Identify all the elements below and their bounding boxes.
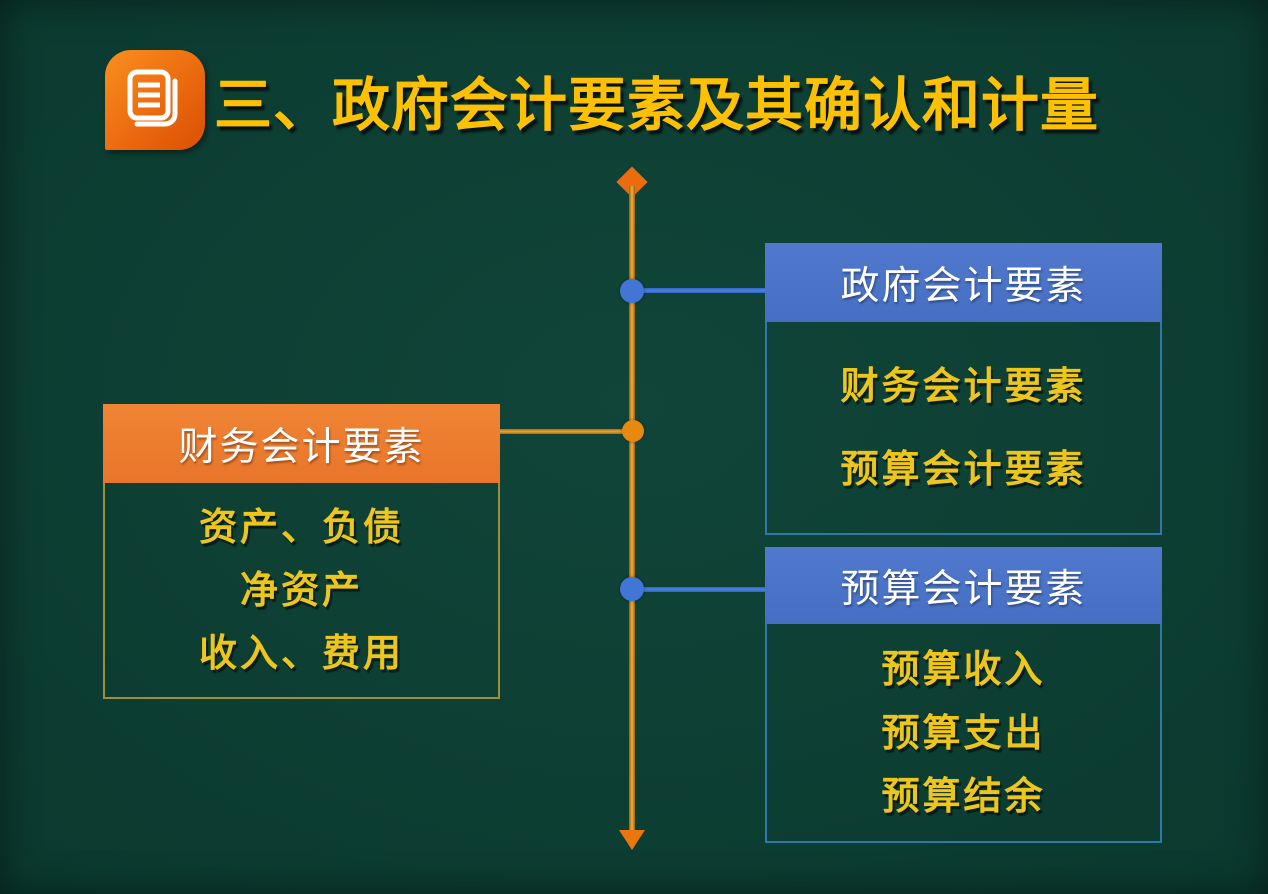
box-body-budget: 预算收入 预算支出 预算结余 (765, 624, 1162, 843)
page-title: 三、政府会计要素及其确认和计量 (214, 71, 1100, 139)
list-item: 预算支出 (881, 710, 1046, 755)
connector-to-right-top-box (632, 288, 765, 293)
budget-accounting-elements-box: 预算会计要素 预算收入 预算支出 预算结余 (765, 547, 1162, 843)
connector-node-top (620, 279, 644, 303)
spine-down-arrow-icon (619, 830, 645, 850)
connector-to-left-box (498, 429, 632, 434)
list-item: 预算收入 (881, 646, 1046, 691)
connector-to-right-bottom-box (632, 587, 765, 592)
list-item: 预算结余 (881, 774, 1046, 819)
list-item: 预算会计要素 (840, 447, 1087, 491)
document-stack-glyph (127, 69, 178, 127)
list-item: 财务会计要素 (840, 364, 1087, 408)
connector-node-middle (622, 420, 644, 442)
list-item: 资产、负债 (198, 505, 404, 549)
financial-accounting-elements-box: 财务会计要素 资产、负债 净资产 收入、费用 (103, 404, 500, 699)
document-stack-icon (105, 50, 205, 150)
box-body-financial: 资产、负债 净资产 收入、费用 (103, 483, 500, 699)
box-body-government: 财务会计要素 预算会计要素 (765, 322, 1162, 535)
list-item: 收入、费用 (198, 631, 404, 675)
connector-node-bottom (620, 577, 644, 601)
government-accounting-elements-box: 政府会计要素 财务会计要素 预算会计要素 (765, 243, 1162, 535)
spine-vertical-line (629, 186, 635, 832)
list-item: 净资产 (239, 568, 363, 612)
box-header-budget: 预算会计要素 (765, 547, 1162, 624)
box-header-financial: 财务会计要素 (103, 404, 500, 483)
box-header-government: 政府会计要素 (765, 243, 1162, 322)
